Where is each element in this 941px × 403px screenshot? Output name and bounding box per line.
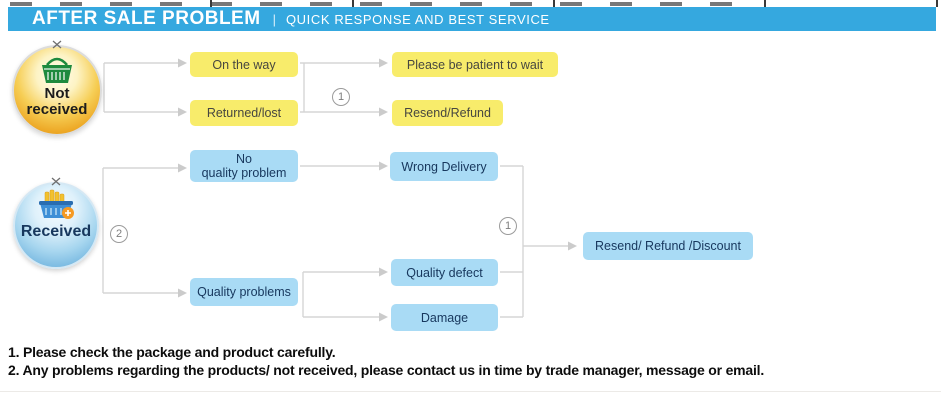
cropped-tick [936,0,938,7]
cropped-text-remnant [10,2,758,6]
node-wrong-delivery: Wrong Delivery [390,152,498,181]
cropped-tick [553,0,555,7]
node-quality-problems: Quality problems [190,278,298,306]
cropped-tick [764,0,766,7]
node-not-received: Not received [12,40,102,136]
node-resend-refund-discount: Resend/ Refund /Discount [583,232,753,260]
cropped-tick [352,0,354,7]
node-resend-refund: Resend/Refund [392,100,503,126]
not-received-label: Not received [26,85,88,118]
node-please-be-patient: Please be patient to wait [392,52,558,77]
node-returned-lost: Returned/lost [190,100,298,126]
banner-divider: | [272,11,276,27]
banner-title: AFTER SALE PROBLEM [32,8,261,29]
green-shopping-basket-icon [42,57,72,83]
received-label: Received [20,223,92,240]
step-badge-2: 2 [110,225,128,243]
footer-notes: 1. Please check the package and product … [8,344,764,379]
node-quality-defect: Quality defect [391,259,498,286]
header-banner: AFTER SALE PROBLEM | QUICK RESPONSE AND … [8,7,936,31]
step-badge-1-right: 1 [499,217,517,235]
node-damage: Damage [391,304,498,331]
blue-shopping-basket-icon [39,189,74,219]
footer-note-1: 1. Please check the package and product … [8,344,336,360]
footer-note-2: 2. Any problems regarding the products/ … [8,361,765,378]
bottom-divider [0,391,941,392]
clip-icon [52,40,62,49]
node-no-quality-problem: No quality problem [190,150,298,182]
banner-subtitle: QUICK RESPONSE AND BEST SERVICE [285,11,550,27]
cropped-tick [210,0,212,7]
node-received: Received [13,177,99,269]
node-on-the-way: On the way [190,52,298,77]
clip-icon [51,177,61,186]
step-badge-1: 1 [332,88,350,106]
